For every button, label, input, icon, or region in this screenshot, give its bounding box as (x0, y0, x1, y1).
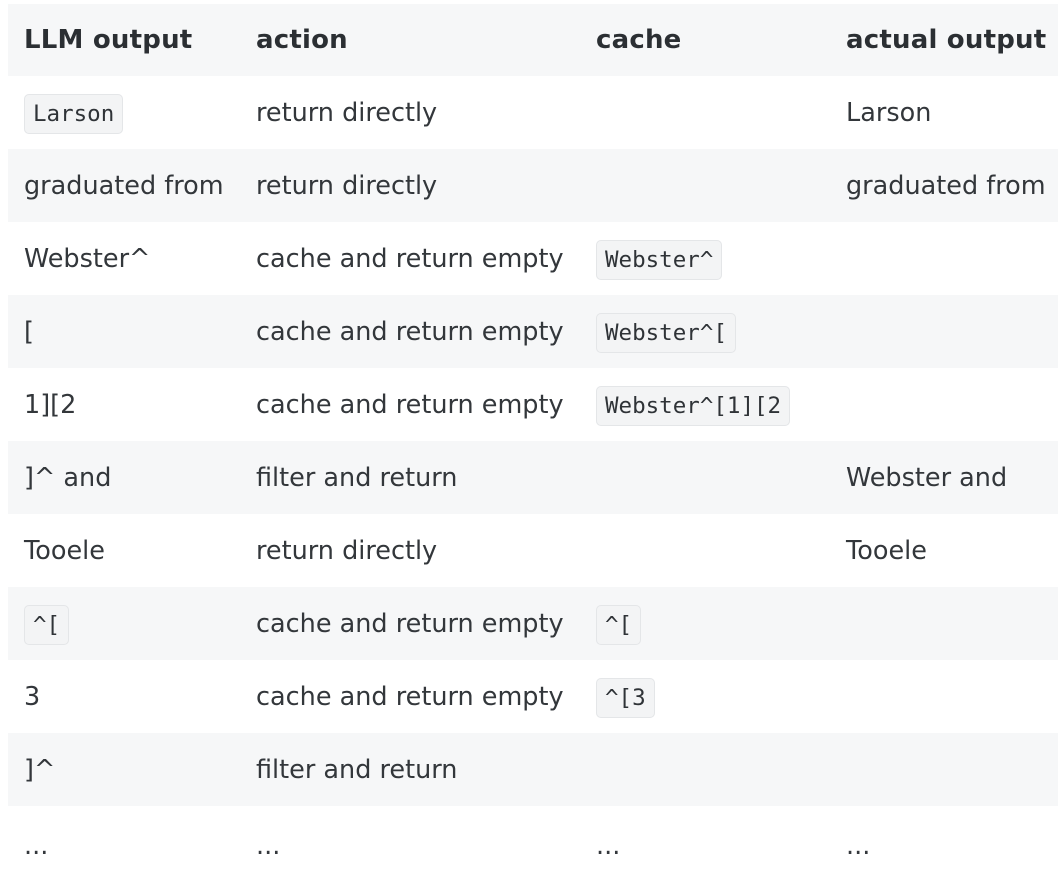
cell-cache: Webster^[ (580, 295, 830, 368)
cell-llm-output: [ (24, 316, 34, 347)
cell-actual-output (830, 368, 1058, 441)
header-action: action (256, 25, 348, 55)
table-header: LLM output action cache actual output (8, 4, 1058, 76)
table-row: ]^ filter and return (8, 733, 1058, 806)
cell-actual-output (830, 733, 1058, 806)
cell-cache: Webster^[1][2 (580, 368, 830, 441)
cell-actual-output: Larson (846, 97, 932, 128)
table-row: 3 cache and return empty ^[3 (8, 660, 1058, 733)
cell-llm-output: 1][2 (24, 389, 77, 420)
cell-cache: ^[3 (580, 660, 830, 733)
cell-llm-output: ^[ (8, 587, 240, 660)
cell-cache: ... (596, 831, 621, 861)
table-row: ... ... ... ... (8, 806, 1058, 886)
cell-cache (580, 733, 830, 806)
cell-cache (580, 76, 830, 149)
cell-action: filter and return (256, 462, 458, 493)
cell-action: cache and return empty (256, 608, 564, 639)
cell-action: cache and return empty (256, 681, 564, 712)
cell-actual-output: ... (846, 831, 871, 861)
header-row: LLM output action cache actual output (8, 4, 1058, 76)
code-chip: ^[ (596, 604, 642, 645)
cell-actual-output (830, 295, 1058, 368)
table-row: graduated from return directly graduated… (8, 149, 1058, 222)
cell-llm-output: ]^ (24, 754, 56, 785)
table-row: [ cache and return empty Webster^[ (8, 295, 1058, 368)
cell-action: ... (256, 831, 281, 861)
cell-cache (580, 441, 830, 514)
cell-llm-output: Tooele (24, 535, 105, 566)
cell-cache (580, 514, 830, 587)
cell-llm-output: graduated from (24, 170, 224, 201)
header-llm-output: LLM output (24, 25, 193, 55)
code-chip: ^[ (24, 604, 70, 645)
cell-actual-output (830, 222, 1058, 295)
cell-action: return directly (256, 170, 438, 201)
table-row: Tooele return directly Tooele (8, 514, 1058, 587)
cell-actual-output: Tooele (846, 535, 927, 566)
streaming-filter-table: LLM output action cache actual output La… (8, 4, 1058, 886)
header-cache: cache (596, 25, 682, 55)
table-body: Larson return directly Larson graduated … (8, 76, 1058, 886)
cell-llm-output: ]^ and (24, 462, 112, 493)
cell-action: cache and return empty (256, 389, 564, 420)
code-chip: Webster^ (596, 239, 723, 280)
cell-actual-output (830, 587, 1058, 660)
code-chip: ^[3 (596, 677, 655, 718)
cell-action: return directly (256, 535, 438, 566)
cell-actual-output: graduated from (846, 170, 1046, 201)
cell-llm-output: ... (24, 831, 49, 861)
table-row: 1][2 cache and return empty Webster^[1][… (8, 368, 1058, 441)
cell-llm-output: Webster^ (24, 243, 151, 274)
table-row: Larson return directly Larson (8, 76, 1058, 149)
cell-llm-output: Larson (8, 76, 240, 149)
cell-action: cache and return empty (256, 243, 564, 274)
cell-llm-output: 3 (24, 681, 41, 712)
table-row: ^[ cache and return empty ^[ (8, 587, 1058, 660)
cell-action: filter and return (256, 754, 458, 785)
code-chip: Webster^[1][2 (596, 385, 791, 426)
table-row: ]^ and filter and return Webster and (8, 441, 1058, 514)
cell-cache (580, 149, 830, 222)
cell-cache: ^[ (580, 587, 830, 660)
table-row: Webster^ cache and return empty Webster^ (8, 222, 1058, 295)
cell-action: cache and return empty (256, 316, 564, 347)
cell-actual-output (830, 660, 1058, 733)
code-chip: Larson (24, 93, 124, 134)
header-actual-output: actual output (846, 25, 1047, 55)
cell-actual-output: Webster and (846, 462, 1008, 493)
code-chip: Webster^[ (596, 312, 736, 353)
cell-action: return directly (256, 97, 438, 128)
cell-cache: Webster^ (580, 222, 830, 295)
